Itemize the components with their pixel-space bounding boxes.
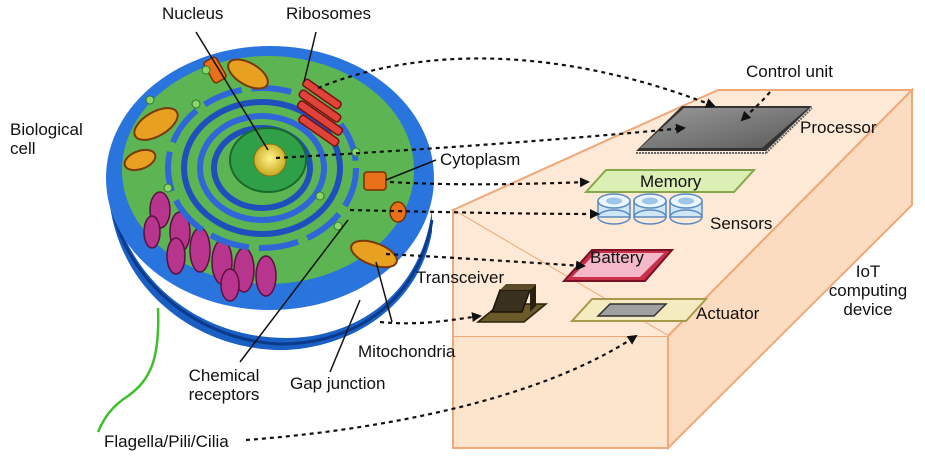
label-chemical-receptors: Chemical receptors	[176, 366, 272, 404]
label-memory: Memory	[640, 172, 701, 191]
label-iot-device: IoT computing device	[816, 262, 920, 319]
label-processor: Processor	[800, 118, 877, 137]
box-front-face	[453, 336, 668, 448]
label-actuator: Actuator	[696, 304, 759, 323]
flagella-strand	[98, 308, 158, 432]
label-mitochondria: Mitochondria	[358, 342, 455, 361]
label-battery: Battery	[590, 248, 644, 267]
label-cytoplasm: Cytoplasm	[440, 150, 520, 169]
label-biological-cell: Biological cell	[10, 120, 100, 158]
nucleolus	[254, 144, 286, 176]
label-flagella: Flagella/Pili/Cilia	[104, 432, 229, 451]
label-control-unit: Control unit	[746, 62, 833, 81]
label-nucleus: Nucleus	[162, 4, 223, 23]
label-sensors: Sensors	[710, 214, 772, 233]
label-gap-junction: Gap junction	[290, 374, 385, 393]
label-ribosomes: Ribosomes	[286, 4, 371, 23]
actuator-module	[572, 299, 706, 321]
label-transceiver: Transceiver	[416, 268, 504, 287]
